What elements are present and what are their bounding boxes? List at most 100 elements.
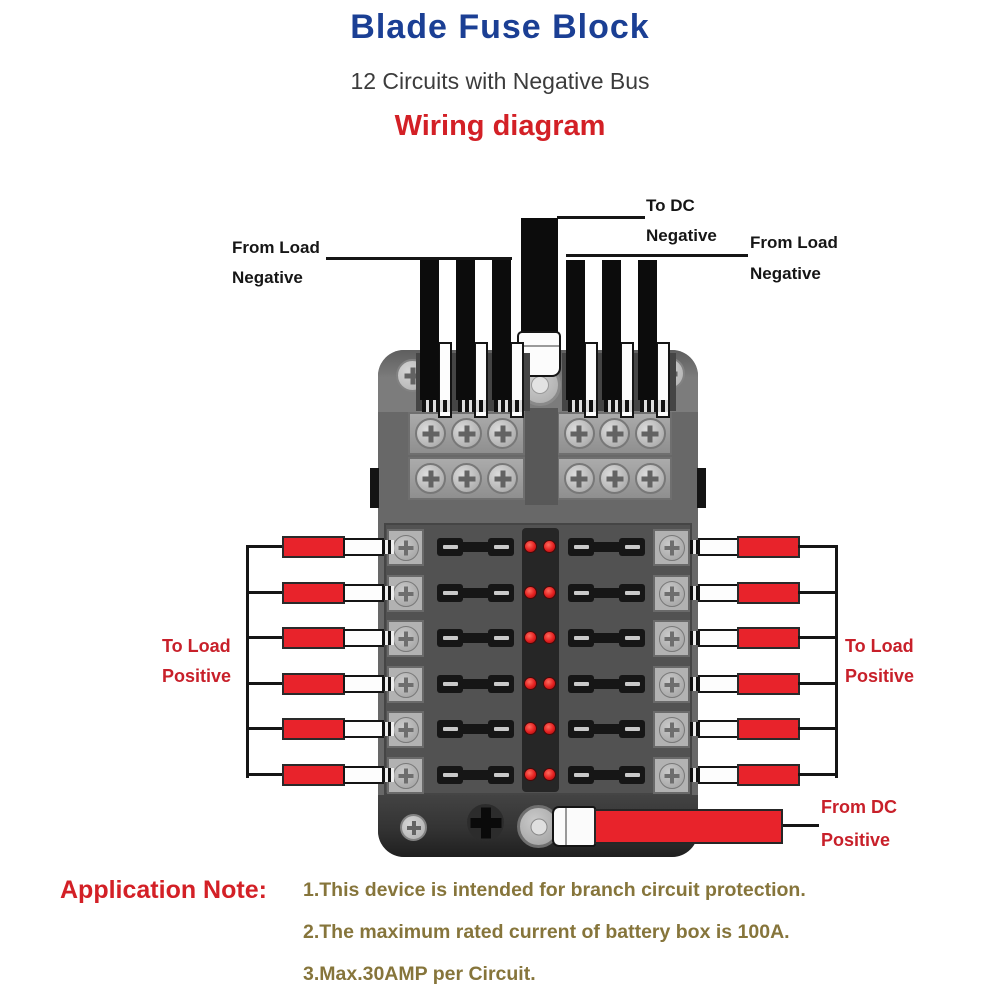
bus-screw-icon: [599, 418, 630, 449]
terminal-screw-icon: [392, 671, 419, 698]
bus-screw-icon: [451, 418, 482, 449]
load-positive-wire: [282, 764, 345, 786]
wire-leader-line: [246, 682, 286, 685]
fuse-bridge: [594, 588, 619, 598]
indicator-led: [543, 631, 556, 644]
indicator-led: [524, 586, 537, 599]
blade-fuse: [437, 766, 514, 784]
fuse-end: [488, 720, 514, 738]
fuse-bridge: [594, 724, 619, 734]
fuse-end: [619, 675, 645, 693]
load-positive-wire-row-right: [690, 716, 925, 742]
wire-ferrule: [698, 584, 739, 602]
wire-leader-line: [246, 591, 286, 594]
fuse-end: [437, 629, 463, 647]
mounting-tab-right: [697, 468, 706, 508]
blade-fuse: [568, 584, 645, 602]
application-note-line-2: 2.The maximum rated current of battery b…: [303, 921, 790, 943]
indicator-led: [524, 677, 537, 690]
wiring-diagram-heading: Wiring diagram: [394, 110, 606, 142]
terminal-screw-icon: [658, 716, 685, 743]
label-dc-negative-2: Negative: [646, 226, 717, 245]
fuse-bridge: [594, 542, 619, 552]
fuse-bridge: [463, 679, 488, 689]
application-note-heading: Application Note:: [60, 876, 267, 904]
bracket-line-left: [246, 545, 249, 778]
fuse-marking: [493, 727, 509, 731]
label-from-load-right-1: From Load: [750, 233, 838, 252]
terminal-screw-icon: [392, 762, 419, 789]
fuse-end: [488, 538, 514, 556]
load-positive-wire: [282, 536, 345, 558]
label-dc-negative-1: To DC: [646, 196, 695, 215]
wire-ferrule: [343, 720, 384, 738]
bus-screw-icon: [415, 463, 446, 494]
load-negative-wire: [488, 260, 530, 418]
wire-leader-line: [798, 545, 838, 548]
fuse-row: [385, 661, 692, 707]
indicator-led: [524, 631, 537, 644]
indicator-led: [543, 586, 556, 599]
indicator-led: [524, 768, 537, 781]
fuse-end: [568, 584, 594, 602]
fuse-bridge: [463, 633, 488, 643]
terminal-screw-icon: [392, 534, 419, 561]
load-negative-wire: [598, 260, 640, 418]
led-indicator-strip: [522, 528, 559, 792]
header: Blade Fuse Block 12 Circuits with Negati…: [0, 0, 1000, 143]
bus-screw-icon: [563, 418, 595, 449]
label-to-load-left-1: To Load: [162, 636, 231, 656]
circuit-screw-terminal: [653, 757, 690, 794]
fuse-end: [619, 629, 645, 647]
circuit-screw-terminal: [653, 620, 690, 657]
blade-terminal: [438, 342, 452, 418]
load-positive-wire: [737, 718, 800, 740]
blade-fuse: [568, 675, 645, 693]
load-positive-wire-row-left: [160, 534, 395, 560]
fuse-end: [437, 538, 463, 556]
fuse-marking: [442, 727, 458, 731]
label-to-load-right-1: To Load: [845, 636, 914, 656]
terminal-screw-icon: [392, 625, 419, 652]
wire-leader-line: [798, 591, 838, 594]
blade-fuse: [437, 675, 514, 693]
wire-ferrule: [343, 675, 384, 693]
fuse-end: [437, 720, 463, 738]
wire-ferrule: [343, 629, 384, 647]
terminal-screw-icon: [658, 671, 685, 698]
fuse-end: [568, 720, 594, 738]
fuse-bridge: [463, 724, 488, 734]
crimp-connector-icon: [640, 400, 668, 412]
circuit-screw-terminal: [653, 575, 690, 612]
circuit-screw-terminal: [387, 529, 424, 566]
wire-ferrule: [698, 720, 739, 738]
fuse-row: [385, 524, 692, 570]
bus-screw-icon: [487, 418, 518, 449]
fuse-marking: [442, 591, 458, 595]
load-positive-wire-row-right: [690, 534, 925, 560]
load-positive-wire: [282, 673, 345, 695]
terminal-screw-icon: [658, 580, 685, 607]
indicator-led: [524, 722, 537, 735]
wire-ferrule: [343, 538, 384, 556]
wire-ferrule: [698, 538, 739, 556]
crimp-connector-icon: [422, 400, 450, 412]
fuse-row: [385, 706, 692, 752]
load-positive-wire: [282, 718, 345, 740]
fuse-marking: [442, 636, 458, 640]
negative-wire: [420, 260, 439, 400]
load-positive-wire-row-left: [160, 716, 395, 742]
blade-terminal: [584, 342, 598, 418]
leader-line-from-load-right: [566, 254, 748, 257]
bus-screw-icon: [415, 418, 446, 449]
bus-screw-icon: [634, 418, 666, 449]
label-to-load-left-2: Positive: [162, 666, 232, 686]
page-title: Blade Fuse Block: [350, 8, 650, 46]
bus-screw-icon: [451, 463, 482, 494]
fuse-marking: [624, 591, 640, 595]
fuse-end: [619, 766, 645, 784]
fuse-marking: [624, 727, 640, 731]
negative-wire: [492, 260, 511, 400]
label-from-load-right-2: Negative: [750, 264, 821, 283]
fuse-end: [619, 538, 645, 556]
